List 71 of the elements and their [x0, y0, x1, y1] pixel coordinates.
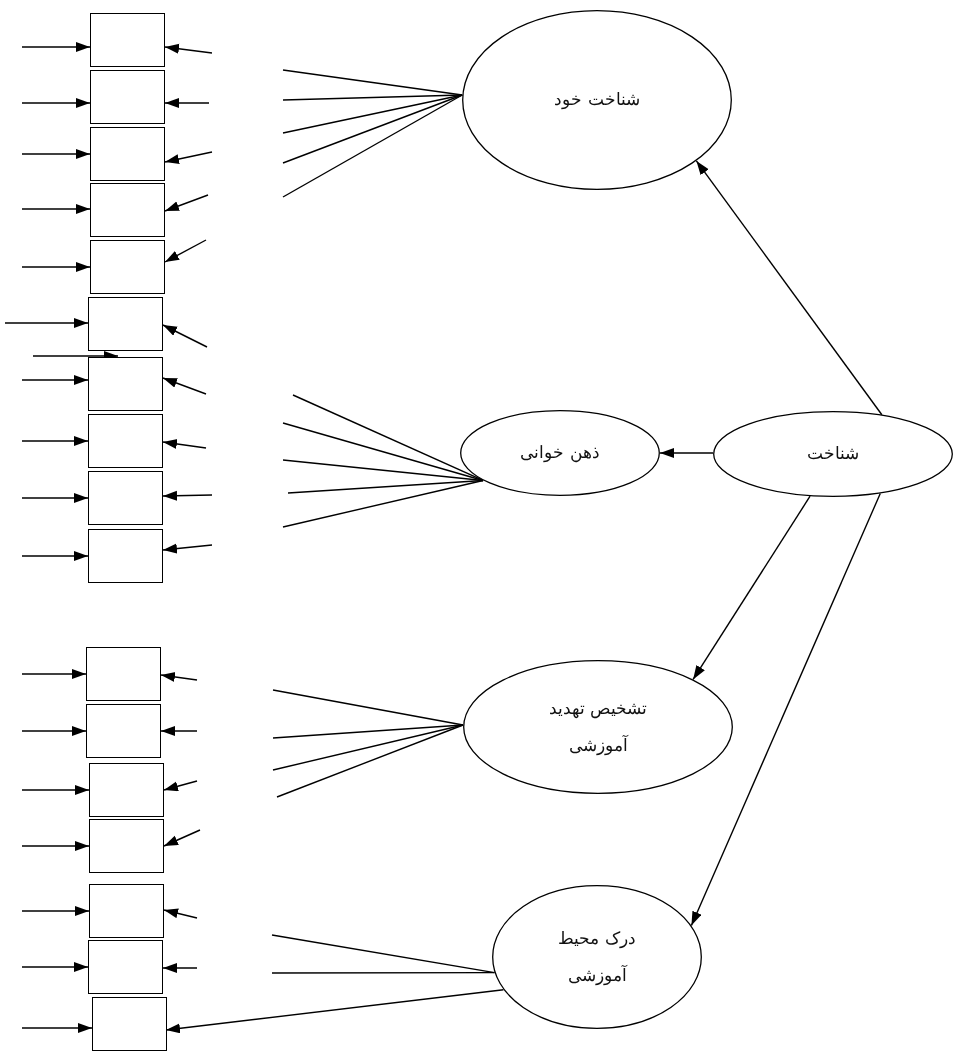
arrow [690, 492, 881, 927]
arrow [21, 204, 91, 214]
arrow [160, 726, 198, 736]
empty-box [88, 414, 163, 468]
arrow [21, 98, 91, 108]
empty-box [88, 357, 163, 411]
arrow [162, 324, 208, 348]
ellipse-label: درک محیط آموزشی [557, 926, 637, 988]
arrow [659, 448, 714, 458]
arrow [164, 98, 210, 108]
connector-line [271, 971, 496, 974]
latent-variable-ellipse [492, 885, 702, 1029]
arrow [164, 194, 209, 212]
arrow [21, 436, 89, 446]
empty-box [86, 647, 161, 701]
empty-box [88, 529, 163, 583]
arrow [162, 543, 213, 554]
arrow [21, 785, 90, 795]
arrow [21, 551, 89, 561]
arrow [21, 262, 91, 272]
arrow [21, 726, 87, 736]
ellipse-label: تشخیص تهدید آموزشی [547, 696, 649, 758]
latent-variable-ellipse [462, 10, 732, 190]
arrow [163, 908, 198, 919]
arrow [21, 962, 89, 972]
empty-box [90, 240, 165, 294]
empty-box [90, 183, 165, 237]
arrow [695, 160, 883, 416]
connector-line [282, 94, 463, 198]
empty-box [86, 704, 161, 758]
arrow [164, 43, 213, 54]
arrow [162, 377, 207, 395]
arrow [162, 439, 207, 449]
arrow [163, 780, 198, 792]
latent-variable-ellipse [463, 660, 733, 794]
empty-box [92, 997, 167, 1051]
latent-variable-ellipse [460, 410, 660, 496]
empty-box [89, 884, 164, 938]
arrow [21, 669, 87, 679]
empty-box [90, 13, 165, 67]
arrow [162, 963, 198, 973]
arrow [21, 493, 89, 503]
connector-line [282, 94, 463, 164]
arrow [164, 151, 213, 164]
arrow [21, 841, 90, 851]
empty-box [90, 70, 165, 124]
empty-box [89, 763, 164, 817]
empty-box [90, 127, 165, 181]
arrow [164, 239, 207, 263]
arrow [21, 149, 91, 159]
ellipse-label: شناخت [806, 442, 860, 466]
empty-box [88, 297, 163, 351]
ellipse-label: ذهن خوانی [519, 441, 601, 465]
arrow [21, 42, 91, 52]
empty-box [88, 471, 163, 525]
empty-box [89, 819, 164, 873]
connector-line [276, 724, 464, 798]
latent-variable-ellipse [713, 411, 953, 497]
ellipse-label: شناخت خود [553, 88, 641, 112]
arrow [692, 495, 811, 681]
arrow [163, 829, 201, 847]
arrow [160, 671, 198, 682]
arrow [4, 318, 89, 328]
connector-line [282, 459, 484, 482]
arrow [165, 989, 505, 1034]
connector-line [282, 479, 484, 528]
arrow [21, 1023, 93, 1033]
arrow [162, 490, 213, 501]
empty-box [88, 940, 163, 994]
arrow [21, 375, 89, 385]
arrow [21, 906, 90, 916]
